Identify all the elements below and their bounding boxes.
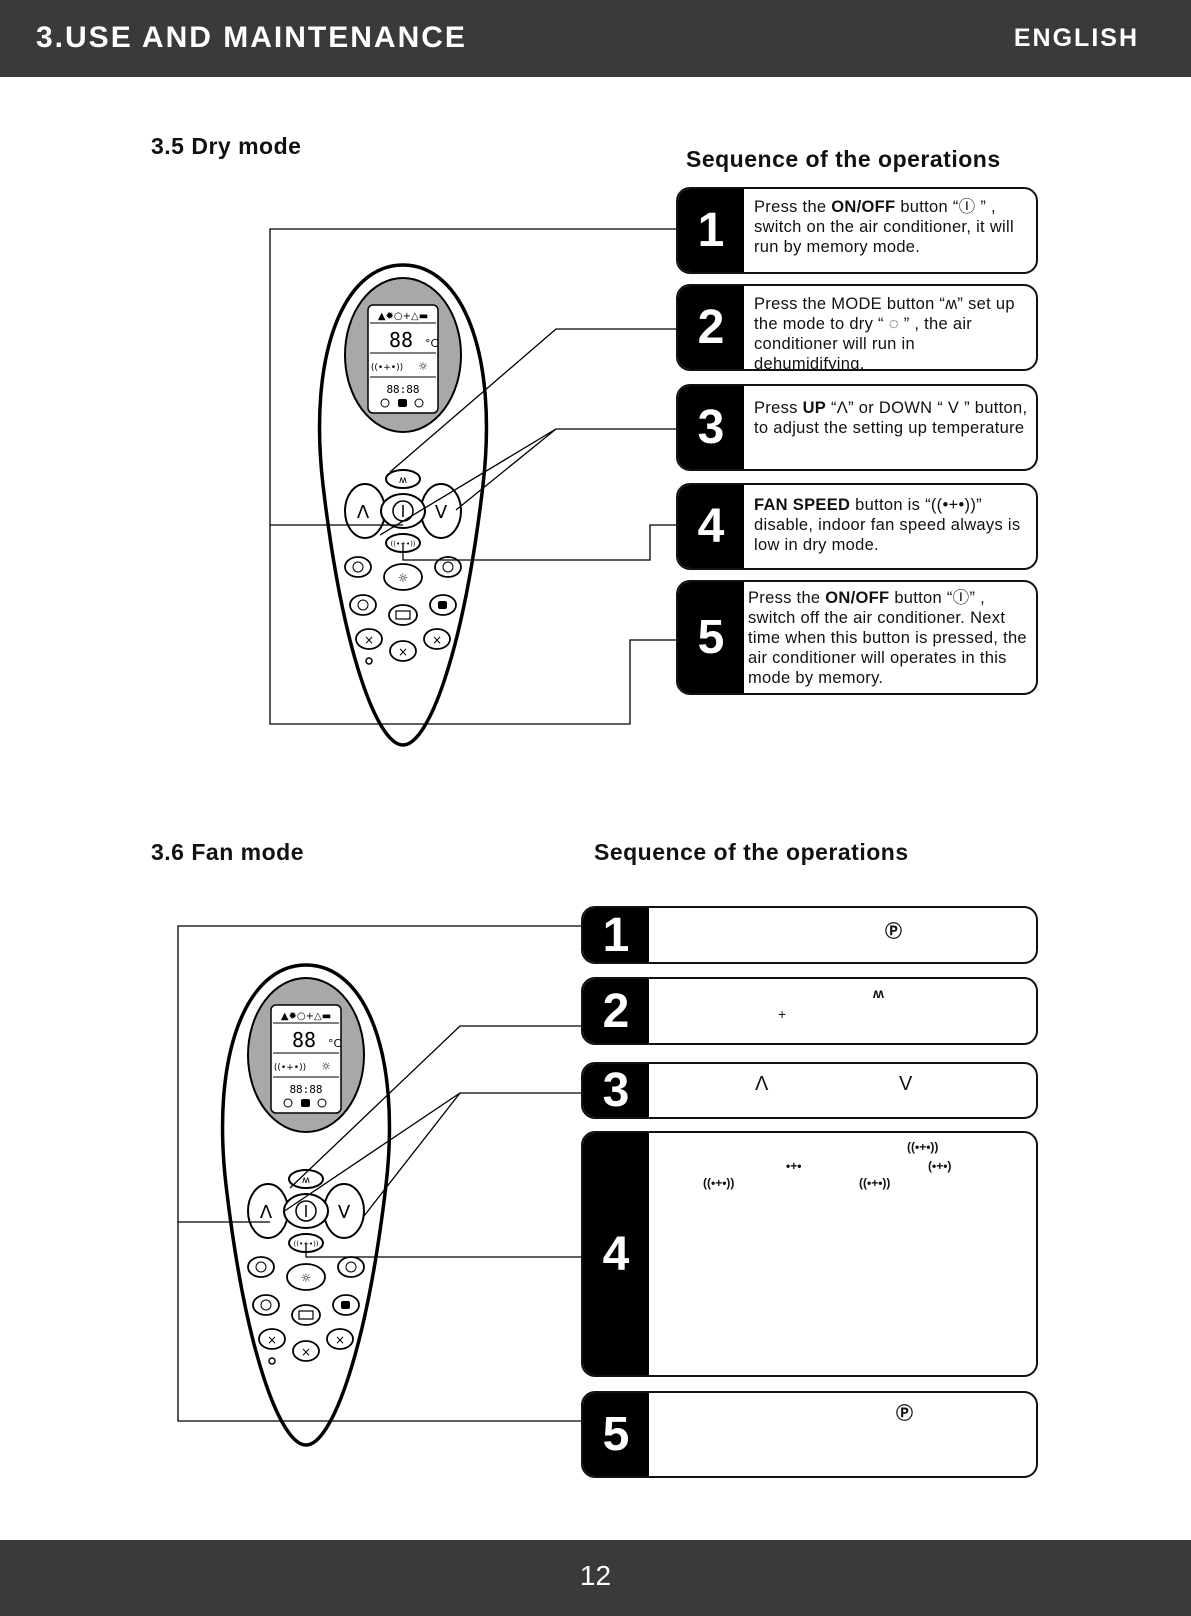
fan-mode-remote [223,965,390,1445]
footer-bar: 12 [0,1540,1191,1616]
page-number: 12 [0,1560,1191,1592]
